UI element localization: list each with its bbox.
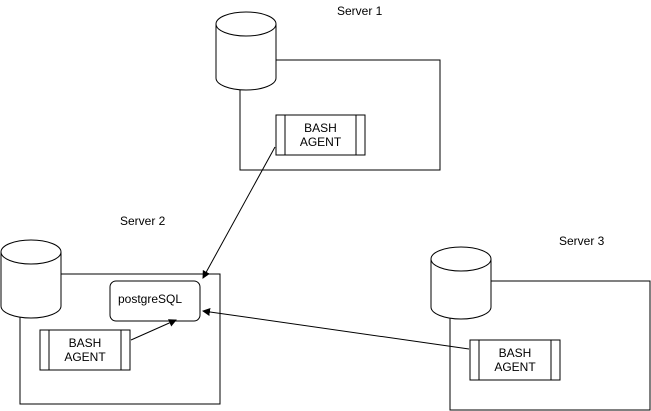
arrow-server2-agent-to-postgresql	[130, 319, 177, 341]
arrow-server3-agent-to-postgresql	[202, 308, 470, 350]
server-3-label: Server 3	[559, 234, 605, 248]
server-2-agent-line2: AGENT	[64, 350, 106, 364]
server-3-bash-agent	[469, 339, 561, 381]
server-2-cylinder-icon	[0, 239, 62, 319]
server-2-agent-line1: BASH	[68, 336, 102, 350]
server-1	[215, 11, 441, 171]
server-1-agent-label: BASH AGENT	[285, 121, 356, 149]
server-3-cylinder-icon	[430, 246, 492, 320]
server-3	[430, 246, 651, 411]
server-1-bash-agent	[275, 114, 366, 156]
server-1-agent-line2: AGENT	[299, 135, 342, 149]
postgresql-label: postgreSQL	[118, 292, 183, 306]
server-3-agent-line1: BASH	[498, 346, 532, 360]
server-2	[0, 239, 221, 405]
server-1-label: Server 1	[337, 4, 383, 18]
server-1-cylinder-icon	[215, 11, 277, 91]
server-1-agent-line1: BASH	[304, 121, 337, 135]
server-2-agent-label: BASH AGENT	[49, 336, 121, 364]
server-3-agent-line2: AGENT	[494, 360, 536, 374]
server-3-agent-label: BASH AGENT	[479, 346, 551, 374]
server-2-postgresql-box	[109, 280, 201, 322]
server-2-bash-agent	[39, 329, 131, 371]
arrow-server1-agent-to-postgresql	[202, 146, 276, 279]
server-2-label: Server 2	[120, 214, 166, 228]
